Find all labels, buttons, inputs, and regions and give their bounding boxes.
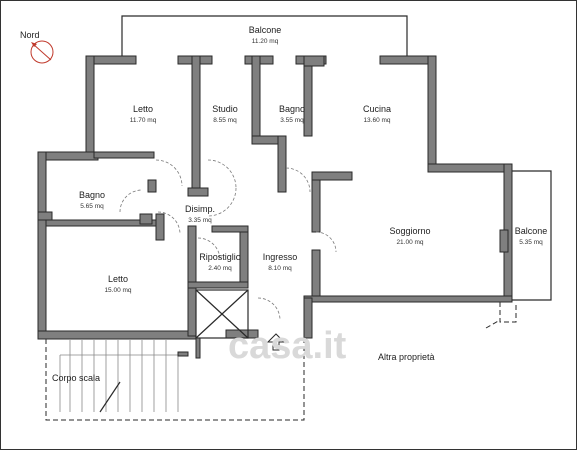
room-ripostiglio: Ripostiglio 2.40 mq: [199, 252, 241, 272]
watermark: casa.it: [228, 325, 347, 367]
entrance-arrow-icon: [266, 333, 286, 351]
svg-text:5.35 mq: 5.35 mq: [519, 239, 543, 246]
svg-text:Balcone: Balcone: [515, 226, 548, 236]
svg-text:11.70 mq: 11.70 mq: [130, 117, 157, 124]
svg-text:Ripostiglio: Ripostiglio: [199, 252, 241, 262]
room-soggiorno: Soggiorno 21.00 mq: [389, 226, 430, 246]
staircase: [59, 340, 189, 413]
room-labels: Balcone 11.20 mq Letto 11.70 mq Studio 8…: [52, 25, 547, 383]
room-bagno-top: Bagno 3.55 mq: [279, 104, 305, 124]
svg-text:3.35 mq: 3.35 mq: [188, 217, 212, 224]
room-letto-bottom: Letto 15.00 mq: [104, 274, 131, 294]
room-balcone-right: Balcone 5.35 mq: [515, 226, 548, 246]
svg-text:11.20 mq: 11.20 mq: [252, 38, 279, 45]
room-ingresso: Ingresso 8.10 mq: [263, 252, 298, 272]
room-letto-top: Letto 11.70 mq: [130, 104, 157, 124]
room-disimpegno: Disimp. 3.35 mq: [185, 204, 215, 224]
svg-text:Letto: Letto: [133, 104, 153, 114]
svg-text:Studio: Studio: [212, 104, 238, 114]
svg-text:Disimp.: Disimp.: [185, 204, 215, 214]
room-cucina: Cucina 13.60 mq: [363, 104, 391, 124]
label-corpo-scala: Corpo scala: [52, 373, 100, 383]
svg-text:Ingresso: Ingresso: [263, 252, 298, 262]
svg-text:Balcone: Balcone: [249, 25, 282, 35]
svg-text:Bagno: Bagno: [79, 190, 105, 200]
svg-text:5.65 mq: 5.65 mq: [80, 203, 104, 210]
svg-text:8.55 mq: 8.55 mq: [213, 117, 237, 124]
svg-text:21.00 mq: 21.00 mq: [396, 239, 423, 246]
balcony-right-outline: [512, 170, 552, 301]
svg-text:Letto: Letto: [108, 274, 128, 284]
north-compass: Nord: [20, 30, 54, 64]
svg-text:13.60 mq: 13.60 mq: [363, 117, 390, 124]
svg-text:15.00 mq: 15.00 mq: [104, 287, 131, 294]
svg-text:3.55 mq: 3.55 mq: [280, 117, 304, 124]
room-studio: Studio 8.55 mq: [212, 104, 238, 124]
svg-text:Bagno: Bagno: [279, 104, 305, 114]
svg-text:Cucina: Cucina: [363, 104, 391, 114]
dashed-outlines: [45, 302, 517, 421]
svg-text:Soggiorno: Soggiorno: [389, 226, 430, 236]
balcony-top-outline: [121, 15, 408, 56]
svg-text:2.40 mq: 2.40 mq: [208, 265, 232, 272]
label-altra-proprieta: Altra proprietà: [378, 352, 435, 362]
north-label: Nord: [20, 30, 40, 40]
walls: [37, 55, 513, 359]
room-balcone-top: Balcone 11.20 mq: [249, 25, 282, 45]
svg-text:8.10 mq: 8.10 mq: [268, 265, 292, 272]
door-swings: [119, 159, 337, 321]
room-bagno-left: Bagno 5.65 mq: [79, 190, 105, 210]
